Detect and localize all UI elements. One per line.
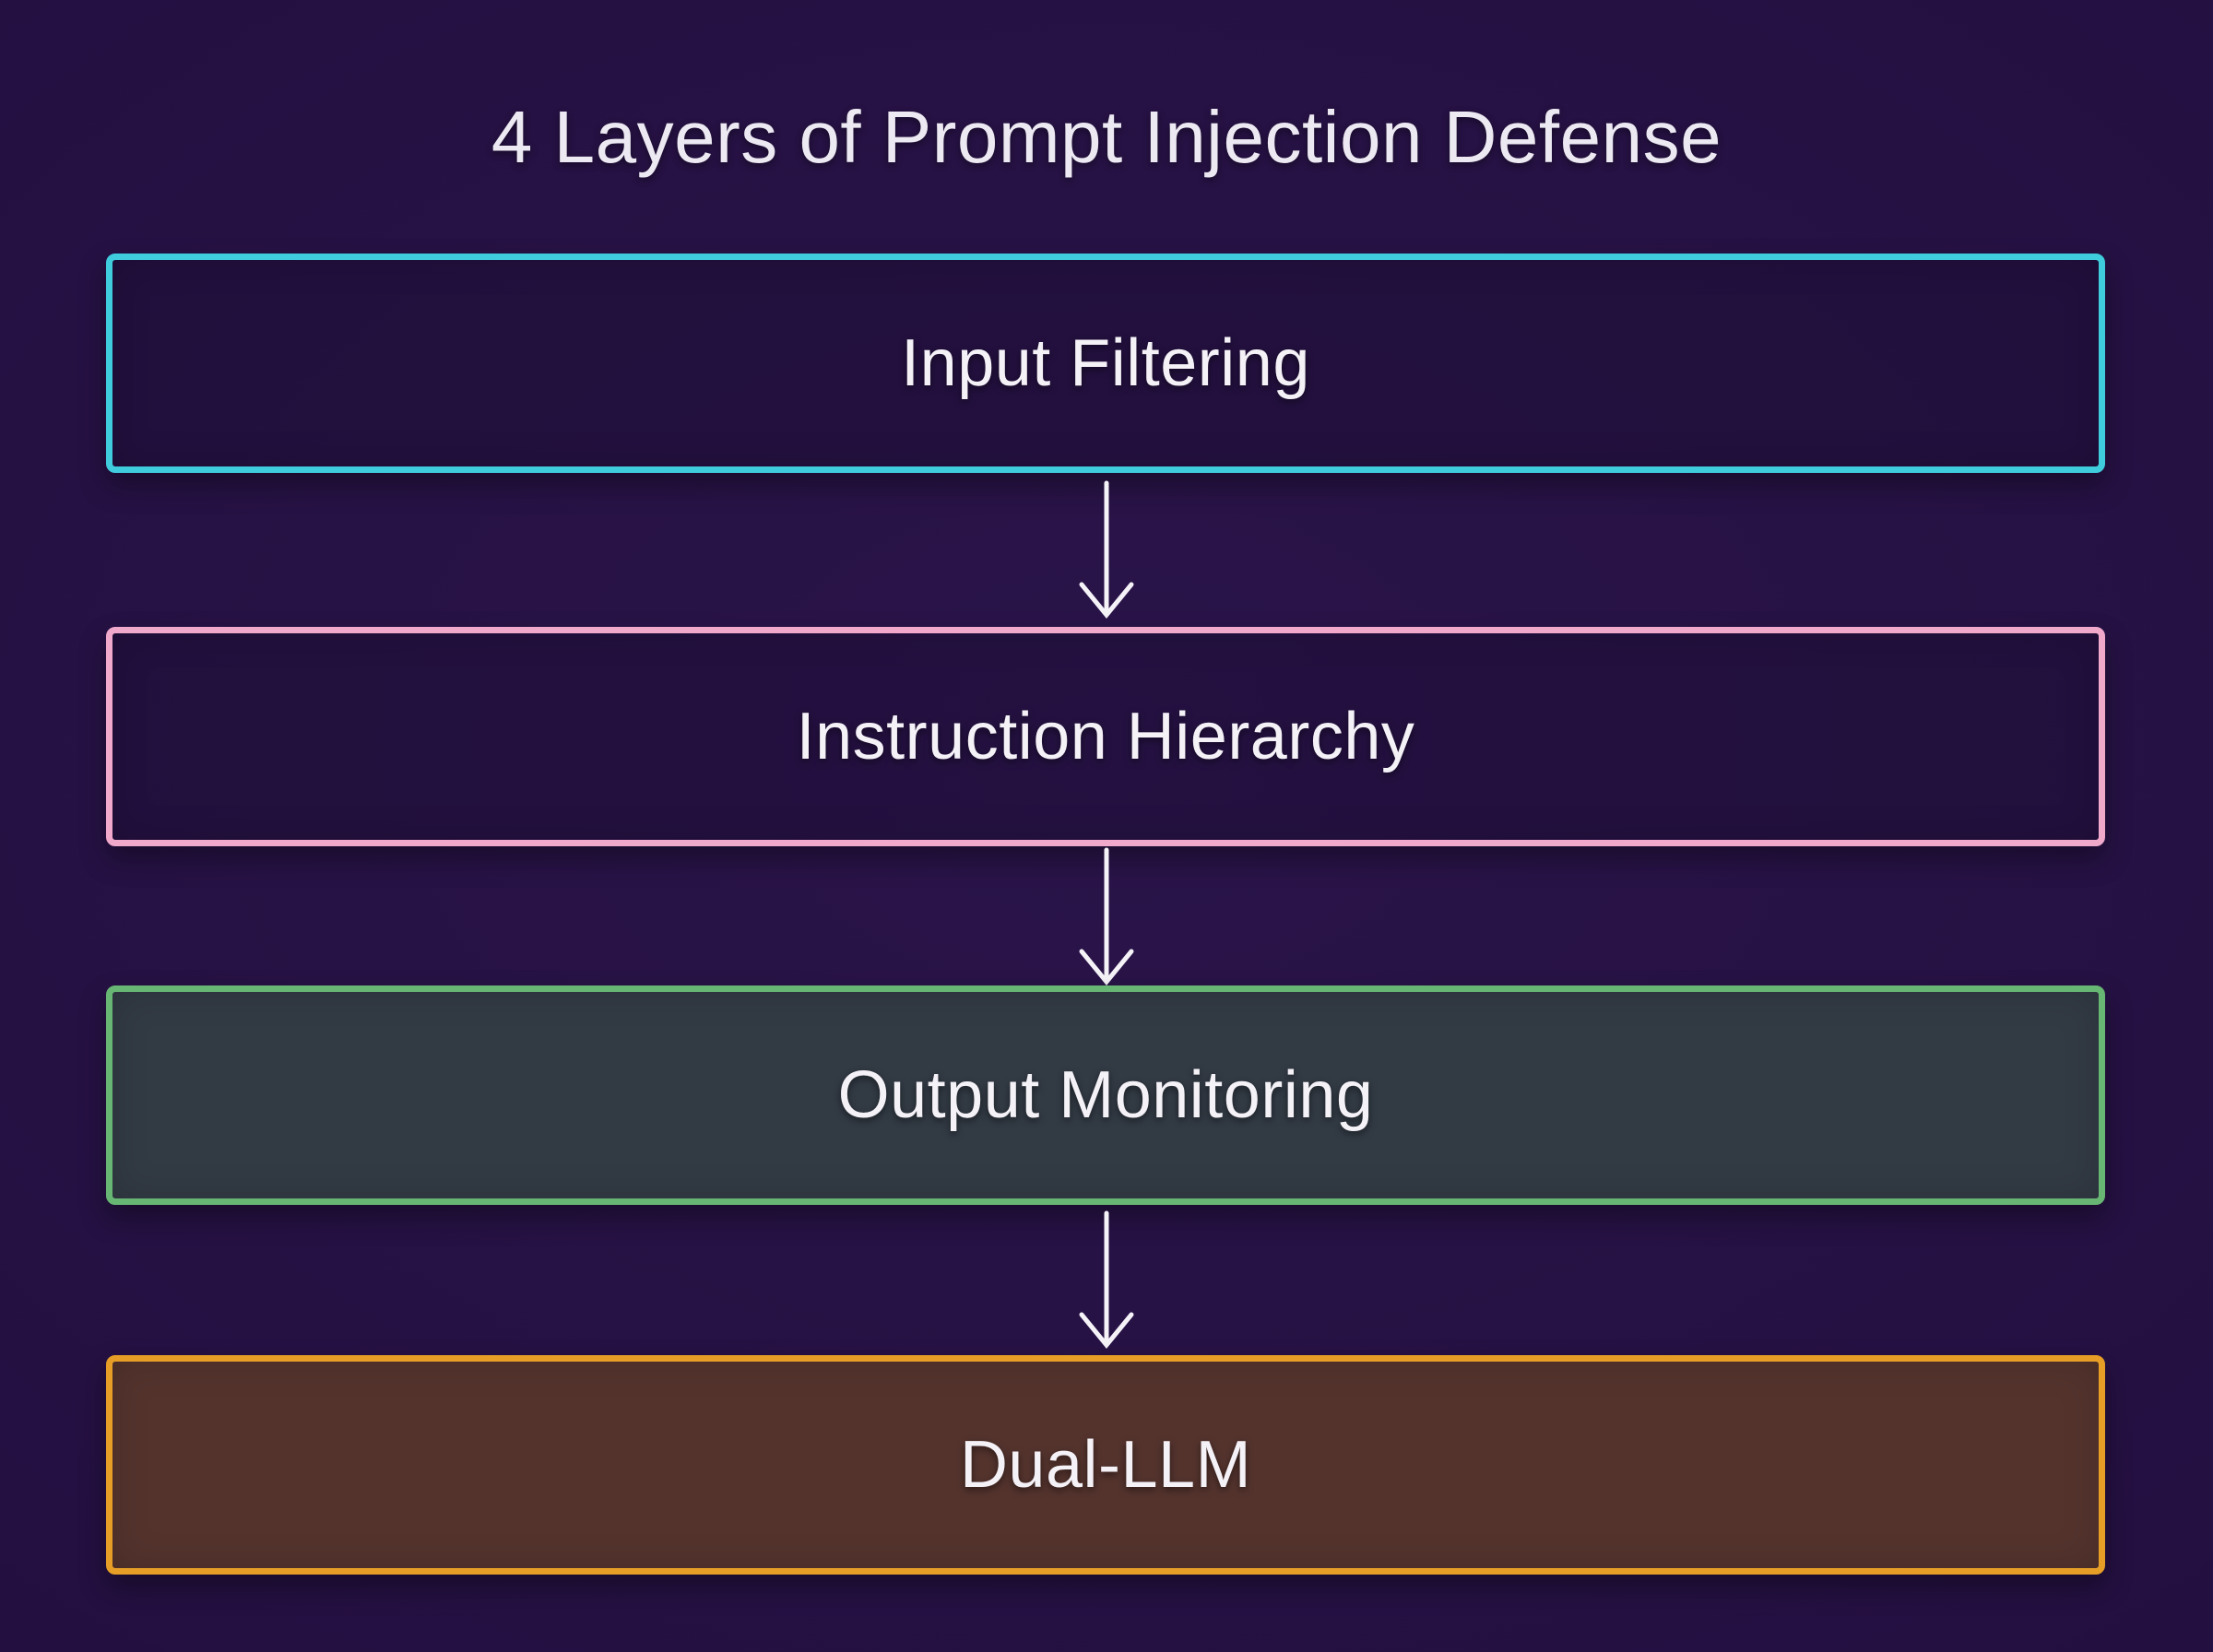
diagram-title: 4 Layers of Prompt Injection Defense [491,96,1722,178]
layer-label-dual-llm: Dual-LLM [959,1428,1252,1502]
layer-box-output-monitoring: Output Monitoring [106,985,2105,1205]
down-arrow-icon [1079,1210,1134,1349]
layer-label-instruction-hierarchy: Instruction Hierarchy [796,700,1415,773]
layer-box-input-filtering: Input Filtering [106,254,2105,473]
layer-box-instruction-hierarchy: Instruction Hierarchy [106,627,2105,846]
layer-label-input-filtering: Input Filtering [901,326,1310,400]
down-arrow-icon [1079,847,1134,985]
layer-box-dual-llm: Dual-LLM [106,1355,2105,1575]
down-arrow-icon [1079,480,1134,619]
layer-label-output-monitoring: Output Monitoring [837,1058,1374,1132]
